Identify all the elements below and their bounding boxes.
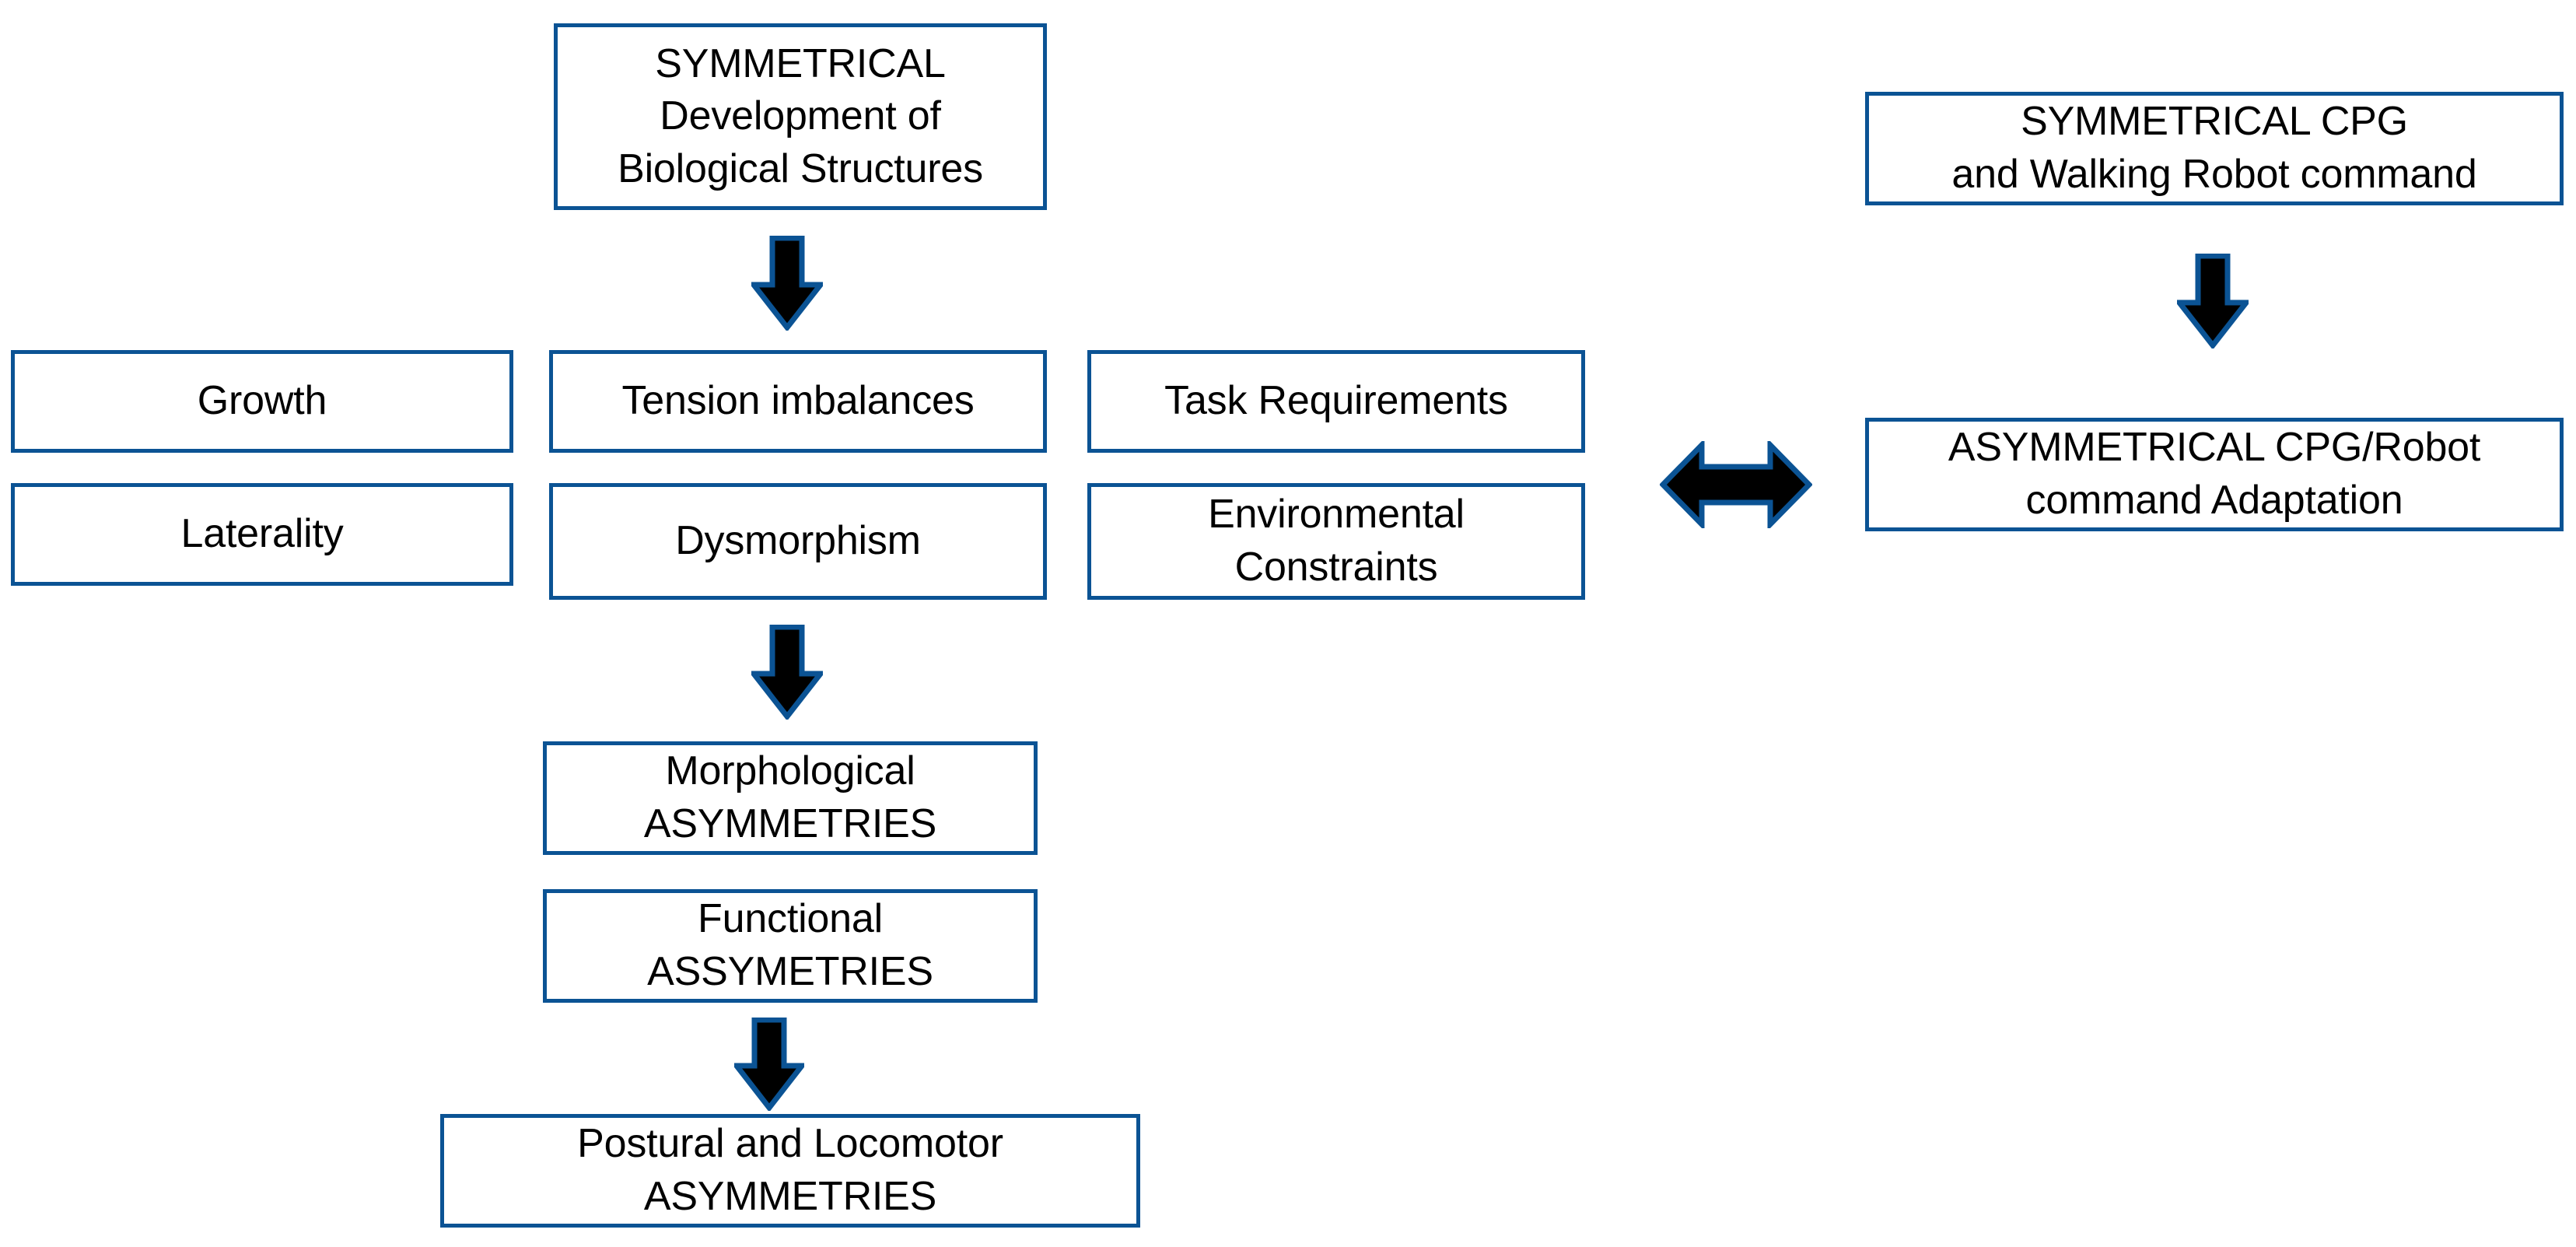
node-line: Postural and Locomotor [577,1121,1003,1167]
node-line: command Adaptation [2025,478,2403,523]
node-line: Growth [197,378,327,424]
node-line: ASSYMETRIES [647,949,933,994]
node-functional-assymetries: Functional ASSYMETRIES [543,889,1038,1003]
node-dysmorphism: Dysmorphism [549,483,1047,600]
arrow-symmetrical-cpg-to-asymmetrical-cpg [2177,254,2249,349]
node-line: Environmental [1208,492,1465,538]
node-morphological-asymmetries: Morphological ASYMMETRIES [543,741,1038,855]
node-line: Task Requirements [1164,378,1508,424]
node-asymmetrical-cpg: ASYMMETRICAL CPG/Robot command Adaptatio… [1865,418,2564,531]
node-task-requirements: Task Requirements [1087,350,1585,453]
node-laterality: Laterality [11,483,513,586]
node-tension-imbalances: Tension imbalances [549,350,1047,453]
node-line: Dysmorphism [675,518,921,564]
arrow-constraints-to-robot [1660,441,1812,528]
node-line: and Walking Robot command [1951,152,2477,197]
node-line: Constraints [1234,545,1438,590]
node-line: Development of [660,93,941,139]
node-postural-locomotor-asymmetries: Postural and Locomotor ASYMMETRIES [440,1114,1140,1228]
node-line: SYMMETRICAL CPG [2021,99,2408,145]
arrow-dysmorphism-to-morphological [751,625,823,720]
node-line: SYMMETRICAL [655,40,946,86]
node-line: ASYMMETRICAL CPG/Robot [1948,425,2481,471]
node-symmetrical-cpg: SYMMETRICAL CPG and Walking Robot comman… [1865,92,2564,205]
node-growth: Growth [11,350,513,453]
node-line: Functional [698,896,883,942]
node-symmetrical-development: SYMMETRICAL Development of Biological St… [554,23,1047,210]
node-line: Morphological [665,748,915,794]
node-line: Tension imbalances [621,378,975,424]
arrow-development-to-tension [751,236,823,331]
node-line: ASYMMETRIES [643,1174,937,1219]
node-line: Biological Structures [618,145,983,191]
node-environmental-constraints: Environmental Constraints [1087,483,1585,600]
arrow-functional-to-postural [734,1018,804,1111]
node-line: ASYMMETRIES [643,801,937,846]
node-line: Laterality [180,511,344,557]
